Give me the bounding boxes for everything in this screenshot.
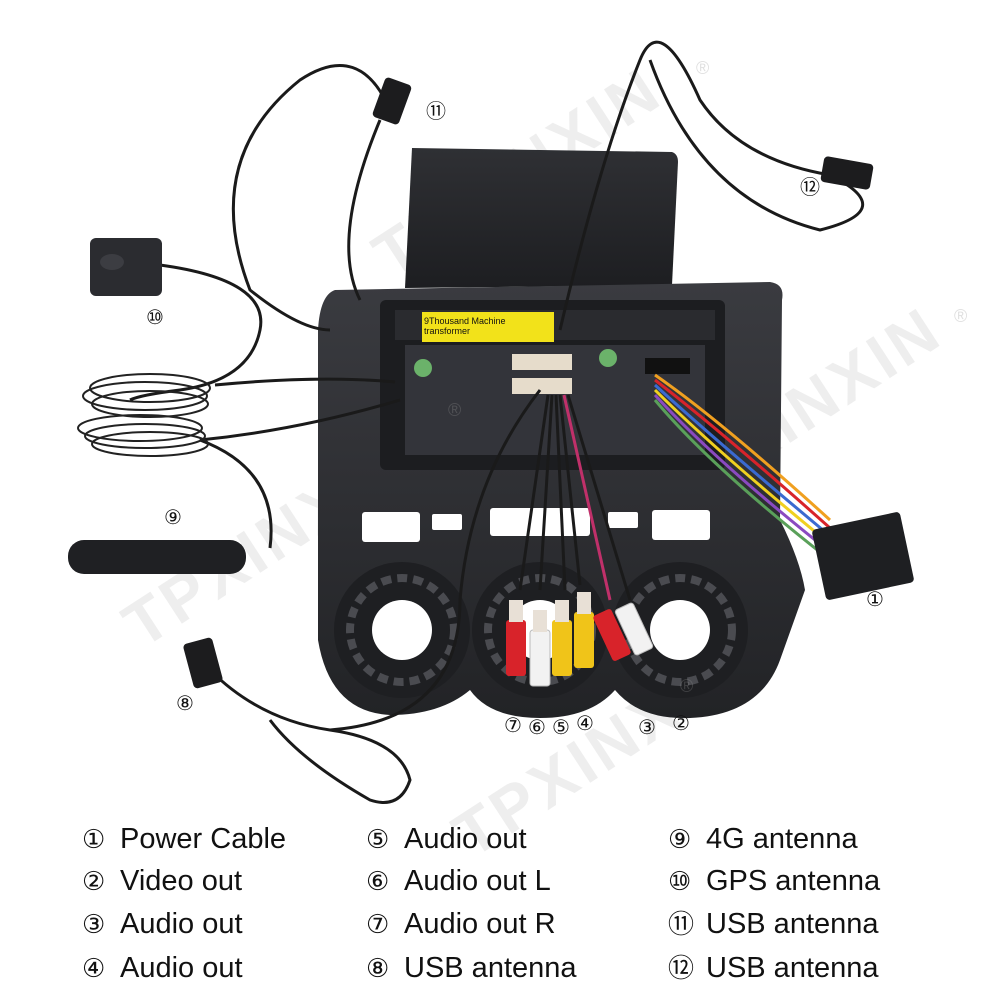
- usb-plug-12: [820, 156, 874, 190]
- legend-label: USB antenna: [706, 952, 879, 984]
- legend-number: ③: [82, 910, 106, 940]
- antenna-socket: [599, 349, 617, 367]
- screen-back-panel: [405, 148, 678, 288]
- callout-4: ④: [576, 711, 594, 735]
- callout-10: ⑩: [146, 305, 164, 329]
- vent-slot-1: [362, 512, 420, 542]
- power-connector: [812, 512, 914, 600]
- rca-plugs: [506, 592, 654, 687]
- callout-12: ⑫: [800, 175, 820, 199]
- legend-item-12: ⑫ USB antenna: [668, 951, 879, 986]
- legend-number: ⑨: [668, 825, 692, 855]
- callout-5: ⑤: [552, 715, 570, 739]
- vent-slot-2: [432, 514, 462, 530]
- legend-number: ②: [82, 867, 106, 897]
- legend-item-1: ① Power Cable: [82, 822, 286, 857]
- legend-item-6: ⑥ Audio out L: [366, 864, 551, 899]
- legend-item-10: ⑩ GPS antenna: [668, 864, 880, 899]
- legend-item-11: ⑪ USB antenna: [668, 907, 879, 942]
- 4g-stick-antenna: [68, 540, 246, 574]
- legend-item-5: ⑤ Audio out: [366, 822, 527, 857]
- gps-socket: [414, 359, 432, 377]
- legend-label: 4G antenna: [706, 823, 858, 855]
- legend-label: GPS antenna: [706, 865, 881, 897]
- legend-number: ④: [82, 954, 106, 984]
- legend-number: ⑤: [366, 825, 390, 855]
- legend-number: ⑧: [366, 954, 390, 984]
- legend-number: ①: [82, 825, 106, 855]
- connector-block-top: [512, 354, 572, 370]
- power-socket: [645, 358, 690, 374]
- legend-number: ⑩: [668, 867, 692, 897]
- legend-number: ⑦: [366, 910, 390, 940]
- legend-item-3: ③ Audio out: [82, 907, 243, 942]
- legend-number: ⑫: [668, 954, 695, 984]
- registered-mark-right: ®: [954, 306, 968, 326]
- callout-11: ⑪: [426, 99, 446, 123]
- gps-puck: [90, 238, 162, 296]
- legend-label: Audio out R: [404, 908, 556, 940]
- legend-label: USB antenna: [404, 952, 577, 984]
- callout-1: ①: [866, 587, 884, 611]
- legend-number: ⑥: [366, 867, 390, 897]
- unit-sticker-text: 9Thousand Machine transformer: [424, 316, 506, 336]
- legend-number: ⑪: [668, 910, 695, 940]
- unit-sticker: [422, 312, 554, 342]
- power-harness: [653, 373, 832, 562]
- callout-2: ②: [672, 711, 690, 735]
- registered-mark-top: ®: [696, 58, 710, 78]
- connector-block-bottom: [512, 378, 572, 394]
- vent-slot-4: [608, 512, 638, 528]
- coiled-wire: [77, 373, 211, 457]
- callout-6: ⑥: [528, 715, 546, 739]
- vent-slot-5: [652, 510, 710, 540]
- callout-7: ⑦: [504, 713, 522, 737]
- legend-item-7: ⑦ Audio out R: [366, 907, 556, 942]
- legend-label: Audio out: [120, 908, 243, 940]
- legend-label: Power Cable: [120, 823, 287, 855]
- cables: [129, 40, 864, 804]
- legend-item-8: ⑧ USB antenna: [366, 951, 577, 986]
- legend-label: USB antenna: [706, 908, 879, 940]
- callout-3: ③: [638, 715, 656, 739]
- legend-label: Audio out L: [404, 865, 551, 897]
- callout-9: ⑨: [164, 505, 182, 529]
- registered-mark-middle: ®: [448, 400, 462, 420]
- legend-label: Audio out: [404, 823, 527, 855]
- legend-item-4: ④ Audio out: [82, 951, 243, 986]
- usb-plug-8: [183, 637, 223, 689]
- legend-item-2: ② Video out: [82, 864, 242, 899]
- legend-label: Video out: [120, 865, 243, 897]
- usb-plug-11: [372, 77, 412, 125]
- legend-label: Audio out: [120, 952, 243, 984]
- registered-mark-lower: ®: [680, 676, 694, 696]
- vent-slot-3: [490, 508, 590, 536]
- legend-item-9: ⑨ 4G antenna: [668, 822, 858, 857]
- knob-ring-left: [334, 562, 470, 698]
- callout-8: ⑧: [176, 691, 194, 715]
